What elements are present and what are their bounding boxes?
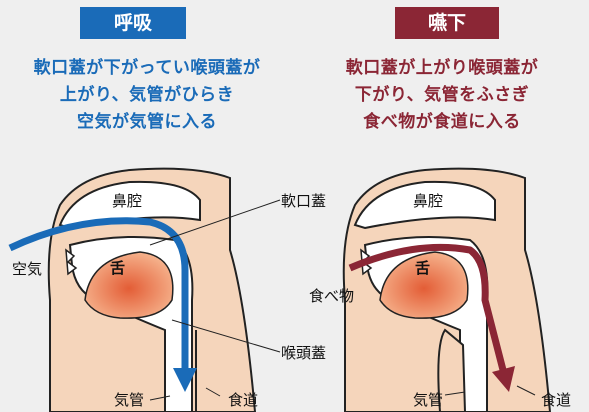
- tongue-shape: [84, 251, 174, 319]
- teeth: [360, 248, 373, 276]
- label-soft-palate: 軟口蓋: [281, 192, 327, 210]
- teeth: [65, 248, 78, 276]
- label-esophagus: 食道: [541, 391, 572, 409]
- label-tongue: 舌: [110, 259, 126, 277]
- swallowing-head-illustration: [342, 167, 552, 412]
- breathing-title-badge: 呼吸: [80, 7, 186, 39]
- food-flow-arrow: [348, 243, 507, 371]
- label-nasal-cavity: 鼻腔: [413, 192, 444, 210]
- label-air: 空気: [12, 260, 43, 278]
- label-food: 食べ物: [309, 287, 355, 305]
- breathing-description: 軟口蓋が下がってい喉頭蓋が 上がり、気管がひらき 空気が気管に入る: [33, 58, 261, 132]
- label-trachea: 気管: [413, 391, 444, 409]
- breathing-head-illustration: [8, 167, 281, 412]
- swallowing-description: 軟口蓋が上がり喉頭蓋が 下がり、気管をふさぎ 食べ物が食道に入る: [345, 58, 539, 132]
- swallowing-title-badge: 嚥下: [395, 7, 499, 39]
- label-esophagus: 食道: [228, 391, 259, 409]
- air-arrow-head: [173, 368, 197, 392]
- label-nasal-cavity: 鼻腔: [112, 192, 143, 210]
- label-trachea: 気管: [114, 391, 145, 409]
- label-tongue: 舌: [415, 259, 431, 277]
- tongue-shape: [379, 251, 469, 319]
- trachea-closed: [437, 328, 467, 412]
- swallowing-panel: 嚥下 軟口蓋が上がり喉頭蓋が 下がり、気管をふさぎ 食べ物が食道に入る 鼻腔 舌…: [295, 0, 589, 412]
- breathing-panel: 呼吸 軟口蓋が下がってい喉頭蓋が 上がり、気管がひらき 空気が気管に入る 鼻腔 …: [0, 0, 294, 412]
- label-epiglottis: 喉頭蓋: [281, 344, 327, 362]
- food-arrow-head: [492, 366, 515, 392]
- air-flow-arrow: [8, 217, 189, 370]
- nasal-cavity: [353, 180, 496, 230]
